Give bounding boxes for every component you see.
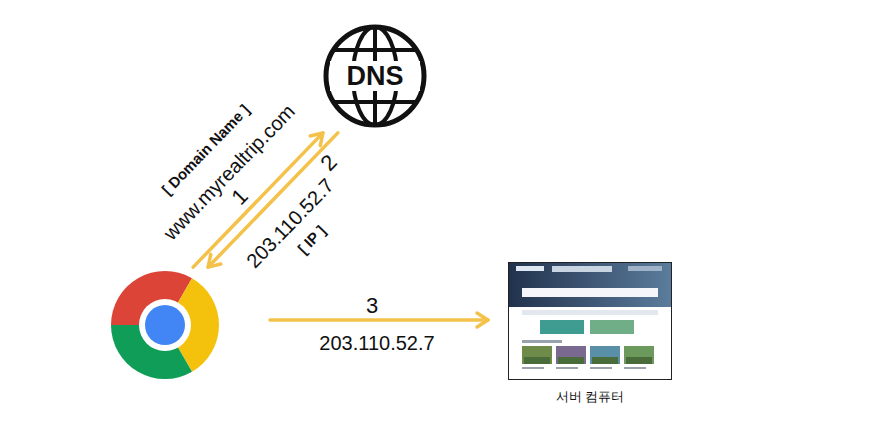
screenshot-frame bbox=[509, 263, 672, 380]
screenshot-text-line bbox=[522, 340, 562, 343]
globe-parallel bbox=[333, 100, 416, 104]
screenshot-search-row bbox=[522, 288, 658, 297]
flow-arrow bbox=[270, 313, 488, 327]
arrow-head bbox=[310, 133, 323, 146]
dns-node: DNS bbox=[322, 22, 428, 130]
step-number: 3 bbox=[366, 294, 378, 318]
chrome-node bbox=[110, 270, 220, 380]
globe-parallel bbox=[333, 48, 416, 52]
arrow-head bbox=[208, 254, 221, 267]
screenshot-tab-row bbox=[522, 310, 658, 315]
website-screenshot bbox=[508, 262, 672, 380]
browser-icon bbox=[110, 270, 220, 380]
screenshot-text-line bbox=[624, 367, 646, 369]
screenshot-search bbox=[552, 266, 612, 272]
globe-text-band bbox=[330, 61, 420, 91]
screenshot-banner bbox=[590, 320, 634, 334]
screenshot-thumbnail bbox=[522, 346, 552, 364]
screenshot-text-line bbox=[556, 367, 578, 369]
dns-label: DNS bbox=[343, 61, 406, 91]
screenshot-thumbnail bbox=[556, 346, 586, 364]
step-number: 1 bbox=[227, 184, 253, 210]
screenshot-thumbnail-land bbox=[592, 357, 618, 364]
edge-label: 203.110.52.7 bbox=[319, 332, 434, 354]
step-number: 2 bbox=[316, 150, 342, 176]
screenshot-ground bbox=[508, 262, 672, 380]
screenshot-thumbnail-land bbox=[558, 357, 584, 364]
screenshot-text-line bbox=[590, 367, 612, 369]
screenshot-header bbox=[509, 263, 671, 307]
screenshot-thumbnail-land bbox=[626, 357, 652, 364]
server-caption: 서버 컴퓨터 bbox=[556, 388, 625, 406]
globe-outline bbox=[326, 27, 424, 125]
browser-icon-ring bbox=[139, 299, 191, 351]
browser-icon-center bbox=[145, 305, 185, 345]
arrow-head bbox=[477, 313, 488, 327]
edge-label: 203.110.52.7 bbox=[242, 174, 338, 272]
screenshot-thumbnail-land bbox=[524, 357, 550, 364]
screenshot-logo bbox=[516, 266, 544, 271]
screenshot-banner bbox=[540, 320, 584, 334]
arrow-line bbox=[270, 318, 488, 322]
screenshot-thumbnail bbox=[590, 346, 620, 364]
screenshot-menu bbox=[628, 266, 662, 271]
screenshot-text-line bbox=[522, 367, 544, 369]
screenshot-thumbnail bbox=[624, 346, 654, 364]
server-node: 서버 컴퓨터 bbox=[508, 262, 672, 380]
